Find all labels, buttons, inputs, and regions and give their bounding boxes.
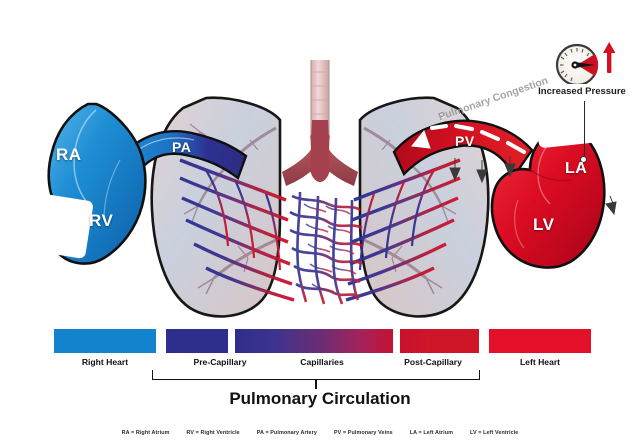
- gauge-ticks: [560, 48, 590, 82]
- leak-arrow: [476, 160, 488, 184]
- scale-segment-right-heart: [53, 328, 157, 354]
- pv-flow-arrow: [411, 124, 526, 154]
- pulmonary-artery-vessel: [106, 130, 248, 192]
- leak-arrow: [605, 195, 617, 216]
- scale-segment-pulmonary: [165, 328, 480, 354]
- pressure-gauge: [555, 42, 616, 85]
- scale-segment-left-heart: [488, 328, 592, 354]
- increased-pressure-label: Increased Pressure: [538, 86, 626, 97]
- fluid-leak-arrows: [449, 156, 617, 216]
- scale-label-right-heart: Right Heart: [81, 357, 129, 367]
- pressure-leader-line: [584, 100, 585, 160]
- leak-arrow: [449, 158, 461, 182]
- mitral-valve-line: [527, 167, 573, 182]
- abbreviation-la: LA = Left Atrium: [409, 430, 453, 436]
- scale-label-pre-capillary: Pre-Capillary: [193, 357, 247, 367]
- gauge-needle: [575, 62, 595, 68]
- leak-arrow: [504, 156, 516, 178]
- carina-shape: [310, 120, 330, 182]
- abbreviation-ra: RA = Right Atrium: [121, 430, 170, 436]
- scale-label-capillaries: Capillaries: [300, 357, 344, 367]
- scale-divider-post-capillary: [393, 322, 400, 360]
- diagram-title: Pulmonary Circulation: [229, 389, 411, 408]
- bracket-stem: [315, 380, 317, 389]
- abbreviation-pv: PV = Pulmonary Veins: [333, 430, 393, 436]
- pressure-up-arrow: [603, 42, 616, 73]
- pressure-label-background: [528, 84, 636, 101]
- abbreviation-lv: LV = Left Ventricle: [470, 430, 519, 436]
- scale-label-post-capillary: Post-Capillary: [404, 357, 462, 367]
- trachea-group: [282, 27, 358, 186]
- abbreviation-rv: RV = Right Ventricle: [186, 430, 240, 436]
- abbreviation-legend: RA = Right Atrium RV = Right Ventricle P…: [0, 430, 640, 436]
- callout-box-top: [198, 26, 442, 60]
- right-heart-septum: [103, 159, 121, 221]
- pulmonary-vein-vessel: [392, 119, 534, 179]
- pulmonary-circulation-bracket: [152, 370, 480, 380]
- pressure-scale-bar: Right Heart Pre-Capillary Capillaries Po…: [0, 322, 640, 367]
- scale-divider-pre-capillary: [228, 322, 235, 360]
- abbreviation-pa: PA = Pulmonary Artery: [256, 430, 317, 436]
- gauge-hub-center: [573, 63, 577, 67]
- right-lung-shape: [358, 96, 490, 318]
- right-heart-highlight: [73, 109, 97, 209]
- scale-label-left-heart: Left Heart: [519, 357, 561, 367]
- capillary-network: [179, 158, 461, 305]
- pressure-anchor-dot: [581, 157, 586, 162]
- left-heart-highlight: [514, 199, 525, 249]
